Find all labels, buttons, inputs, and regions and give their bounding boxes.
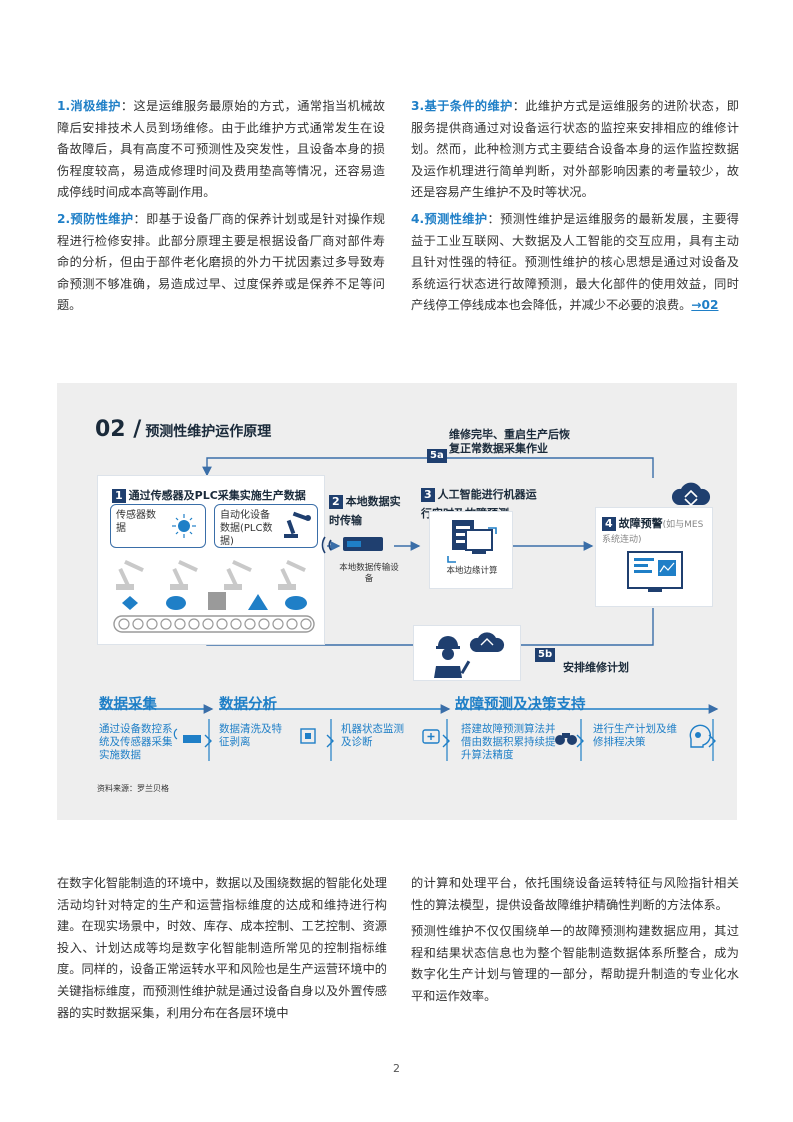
paragraph-reactive-maintenance: 1.消极维护：这是运维服务最原始的方式，通常指当机械故障后安排技术人员到场维修。…: [57, 99, 385, 200]
plc-data-box: 自动化设备数据(PLC数据): [214, 504, 318, 548]
top-left-column: 1.消极维护：这是运维服务最原始的方式，通常指当机械故障后安排技术人员到场维修。…: [57, 96, 385, 322]
figure-link[interactable]: →02: [691, 298, 719, 313]
paragraph-condition-based-maintenance: 3.基于条件的维护：此维护方式是运维服务的进阶状态，即服务提供商通过对设备运行状…: [411, 99, 739, 200]
conveyor-belt: [113, 615, 315, 633]
figure-source: 资料来源：罗兰贝格: [97, 784, 169, 793]
top-right-column: 3.基于条件的维护：此维护方式是运维服务的进阶状态，即服务提供商通过对设备运行状…: [411, 96, 739, 322]
edge-computing-icon: [447, 520, 497, 563]
maintenance-worker-box: [413, 625, 521, 681]
paragraph-predictive-maintenance: 4.预测性维护：预测性维护是运维服务的最新发展，主要得益于工业互联网、大数据及人…: [411, 211, 739, 313]
phase-prediction-decision: 故障预测及决策支持: [455, 697, 586, 713]
step-5b-text: 安排维修计划: [563, 661, 629, 674]
binoculars-icon: [555, 733, 577, 745]
phase-data-analysis: 数据分析: [219, 697, 277, 713]
paragraph-digital-manufacturing: 在数字化智能制造的环境中，数据以及围绕数据的智能化处理活动均针对特定的生产和运营…: [57, 876, 387, 1020]
data-device-icon: [173, 728, 201, 743]
phase-item-cleaning: 数据清洗及特征剥离: [219, 723, 282, 748]
sensor-icon: [172, 514, 196, 538]
monitor-dashboard-icon: [627, 551, 683, 592]
wifi-icon: [321, 536, 332, 554]
phase-data-collection: 数据采集: [99, 697, 157, 713]
phase-item-collection: 通过设备数控系统及传感器采集实施数据: [99, 723, 173, 761]
chip-icon: [300, 728, 316, 744]
paragraph-platform: 的计算和处理平台，依托围绕设备运转特征与风险指针相关性的算法模型，提供设备故障维…: [411, 876, 739, 912]
production-robots: [116, 559, 306, 590]
phase-item-monitoring: 机器状态监测及诊断: [341, 723, 404, 748]
robot-arm-icon: [284, 511, 311, 538]
transmission-device-icon: [343, 537, 383, 551]
bottom-right-column: 的计算和处理平台，依托围绕设备运转特征与风险指针相关性的算法模型，提供设备故障维…: [411, 873, 739, 1013]
step-5b-tag: 5b: [535, 648, 556, 662]
cloud-sync-icon-small: [469, 632, 505, 652]
idea-head-icon: [689, 724, 712, 748]
step-2-device-label: 本地数据传输设备: [339, 563, 399, 584]
phase-item-algorithm: 搭建故障预测算法并借由数据积累持续提升算法精度: [461, 723, 556, 761]
step-3-box: 本地边缘计算: [429, 511, 513, 589]
figure-title: 02 /预测性维护运作原理: [95, 417, 272, 442]
phase-item-scheduling: 进行生产计划及维修排程决策: [593, 723, 677, 748]
paragraph-integration: 预测性维护不仅仅围绕单一的故障预测构建数据应用，其过程和结果状态信息也为整个智能…: [411, 924, 739, 1003]
medical-case-icon: [422, 729, 440, 744]
figure-panel: 02 /预测性维护运作原理: [57, 383, 737, 820]
bottom-left-column: 在数字化智能制造的环境中，数据以及围绕数据的智能化处理活动均针对特定的生产和运营…: [57, 873, 387, 1029]
cloud-sync-icon: [671, 482, 711, 507]
conveyor-products: [122, 592, 307, 610]
paragraph-preventive-maintenance: 2.预防性维护：即基于设备厂商的保养计划或是针对操作规程进行检修安排。此部分原理…: [57, 211, 385, 313]
page-number: 2: [393, 1062, 400, 1075]
step-5a-text: 维修完毕、重启生产后恢复正常数据采集作业: [449, 428, 570, 455]
step-5a-tag: 5a: [427, 449, 447, 463]
worker-icon: [434, 636, 471, 678]
step-3-device-label: 本地边缘计算: [446, 566, 498, 576]
